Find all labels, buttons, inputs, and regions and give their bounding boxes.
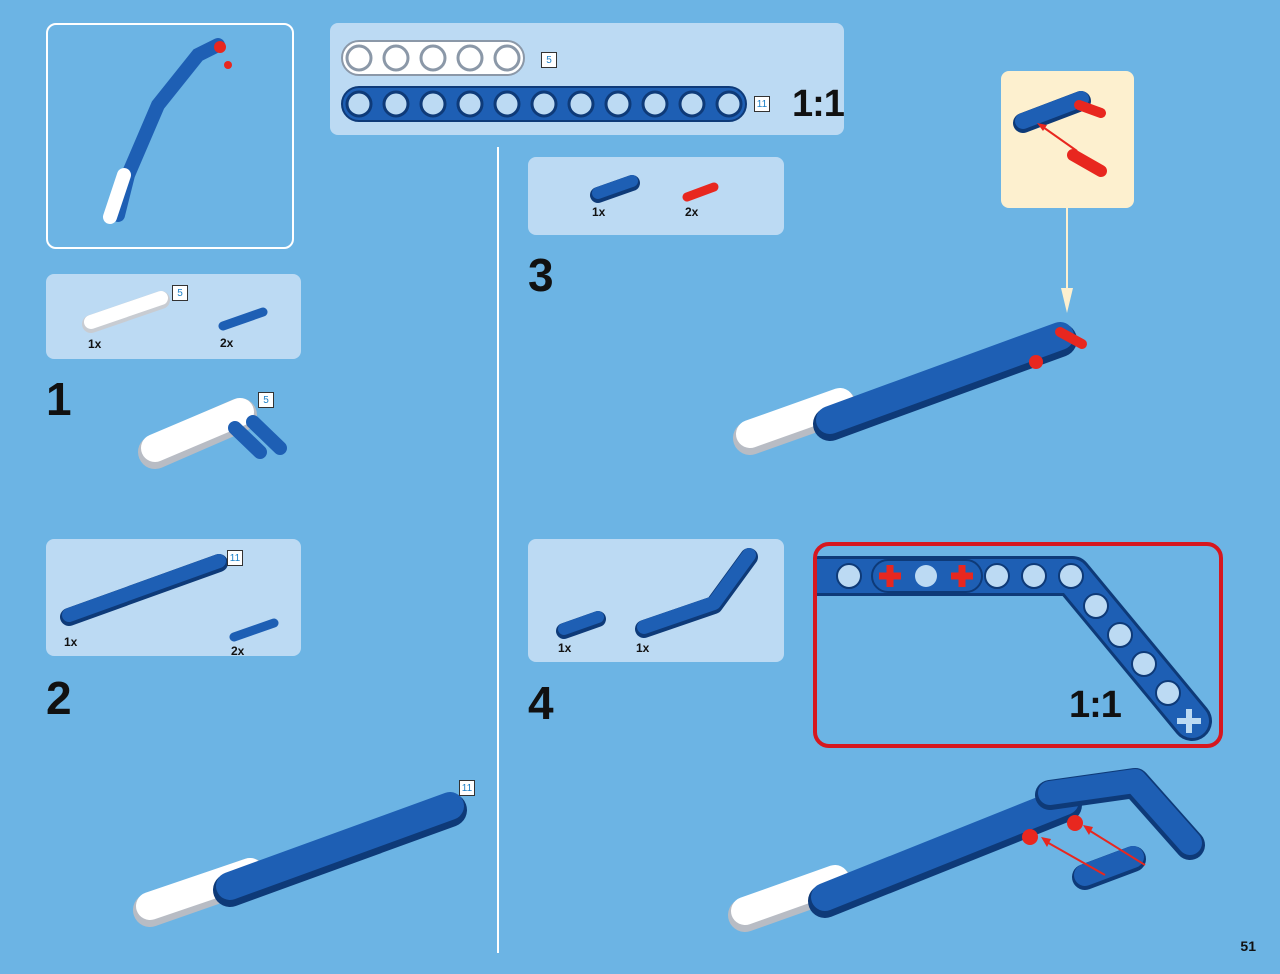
scale-label-top: 1:1 (792, 83, 845, 125)
white-beam-5-part (82, 291, 170, 333)
length-tag-step1-build: 5 (258, 392, 274, 408)
bent-beam-scale-detail (817, 556, 1212, 741)
qty-step3-b: 2x (685, 205, 699, 219)
red-axle-pin-part (682, 182, 719, 202)
callout-detail (1013, 91, 1107, 177)
blue-beam-11-part (60, 554, 228, 626)
step-number-2: 2 (46, 672, 72, 724)
scale-label-step4: 1:1 (1069, 684, 1122, 726)
qty-step4-a: 1x (558, 641, 572, 655)
white-beam-5-scale (341, 40, 525, 76)
column-divider (497, 147, 499, 953)
length-tag-5: 5 (541, 52, 557, 68)
qty-step3-a: 1x (592, 205, 606, 219)
step-number-4: 4 (528, 677, 554, 729)
qty-step2-b: 2x (231, 644, 245, 658)
model-preview-image (103, 38, 232, 224)
blue-beam-11-scale (341, 86, 747, 122)
model-preview-box (46, 23, 294, 249)
length-tag-step2-build: 11 (459, 780, 475, 796)
step3-parts-panel: 1x 2x (528, 157, 784, 235)
top-scale-panel: 5 11 1:1 (330, 23, 845, 135)
qty-step2-a: 1x (64, 635, 78, 649)
step4-scale-frame: 1:1 (813, 542, 1223, 748)
blue-axle-pin-part (218, 307, 268, 331)
step4-parts-panel: 1x 1x (528, 539, 784, 662)
blue-bent-beam-part (635, 548, 758, 638)
step-number-1: 1 (46, 373, 72, 425)
step3-build (733, 322, 1087, 455)
step4-build (728, 768, 1205, 932)
qty-step1-b: 2x (220, 336, 234, 350)
qty-step4-b: 1x (636, 641, 650, 655)
length-tag-step2-panel: 11 (227, 550, 243, 566)
blue-beam-3-part (590, 175, 640, 203)
step2-build (133, 792, 467, 927)
page-number: 51 (1240, 938, 1256, 954)
step-number-3: 3 (528, 249, 554, 301)
blue-axle-pin-part-2 (229, 618, 279, 642)
step1-build (138, 398, 287, 469)
blue-beam-3-part-step4 (556, 611, 606, 639)
length-tag-step1-panel: 5 (172, 285, 188, 301)
callout-pointer-arrow (1061, 208, 1073, 313)
qty-step1-a: 1x (88, 337, 102, 351)
step2-parts-panel: 11 1x 2x (46, 539, 301, 658)
length-tag-11: 11 (754, 96, 770, 112)
step1-parts-panel: 5 1x 2x (46, 274, 301, 359)
step3-callout (1001, 71, 1134, 208)
